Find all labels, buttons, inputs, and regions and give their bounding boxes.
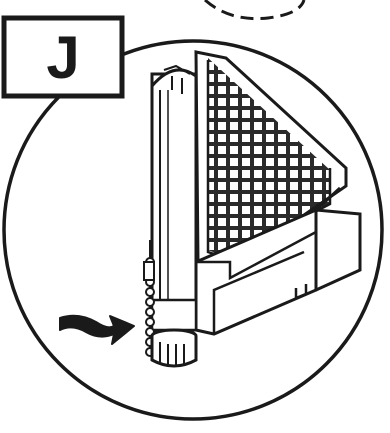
step-letter: J	[0, 14, 126, 100]
vertical-post	[152, 74, 196, 330]
post-foot	[152, 330, 196, 366]
dashed-callout-icon	[205, 0, 304, 19]
